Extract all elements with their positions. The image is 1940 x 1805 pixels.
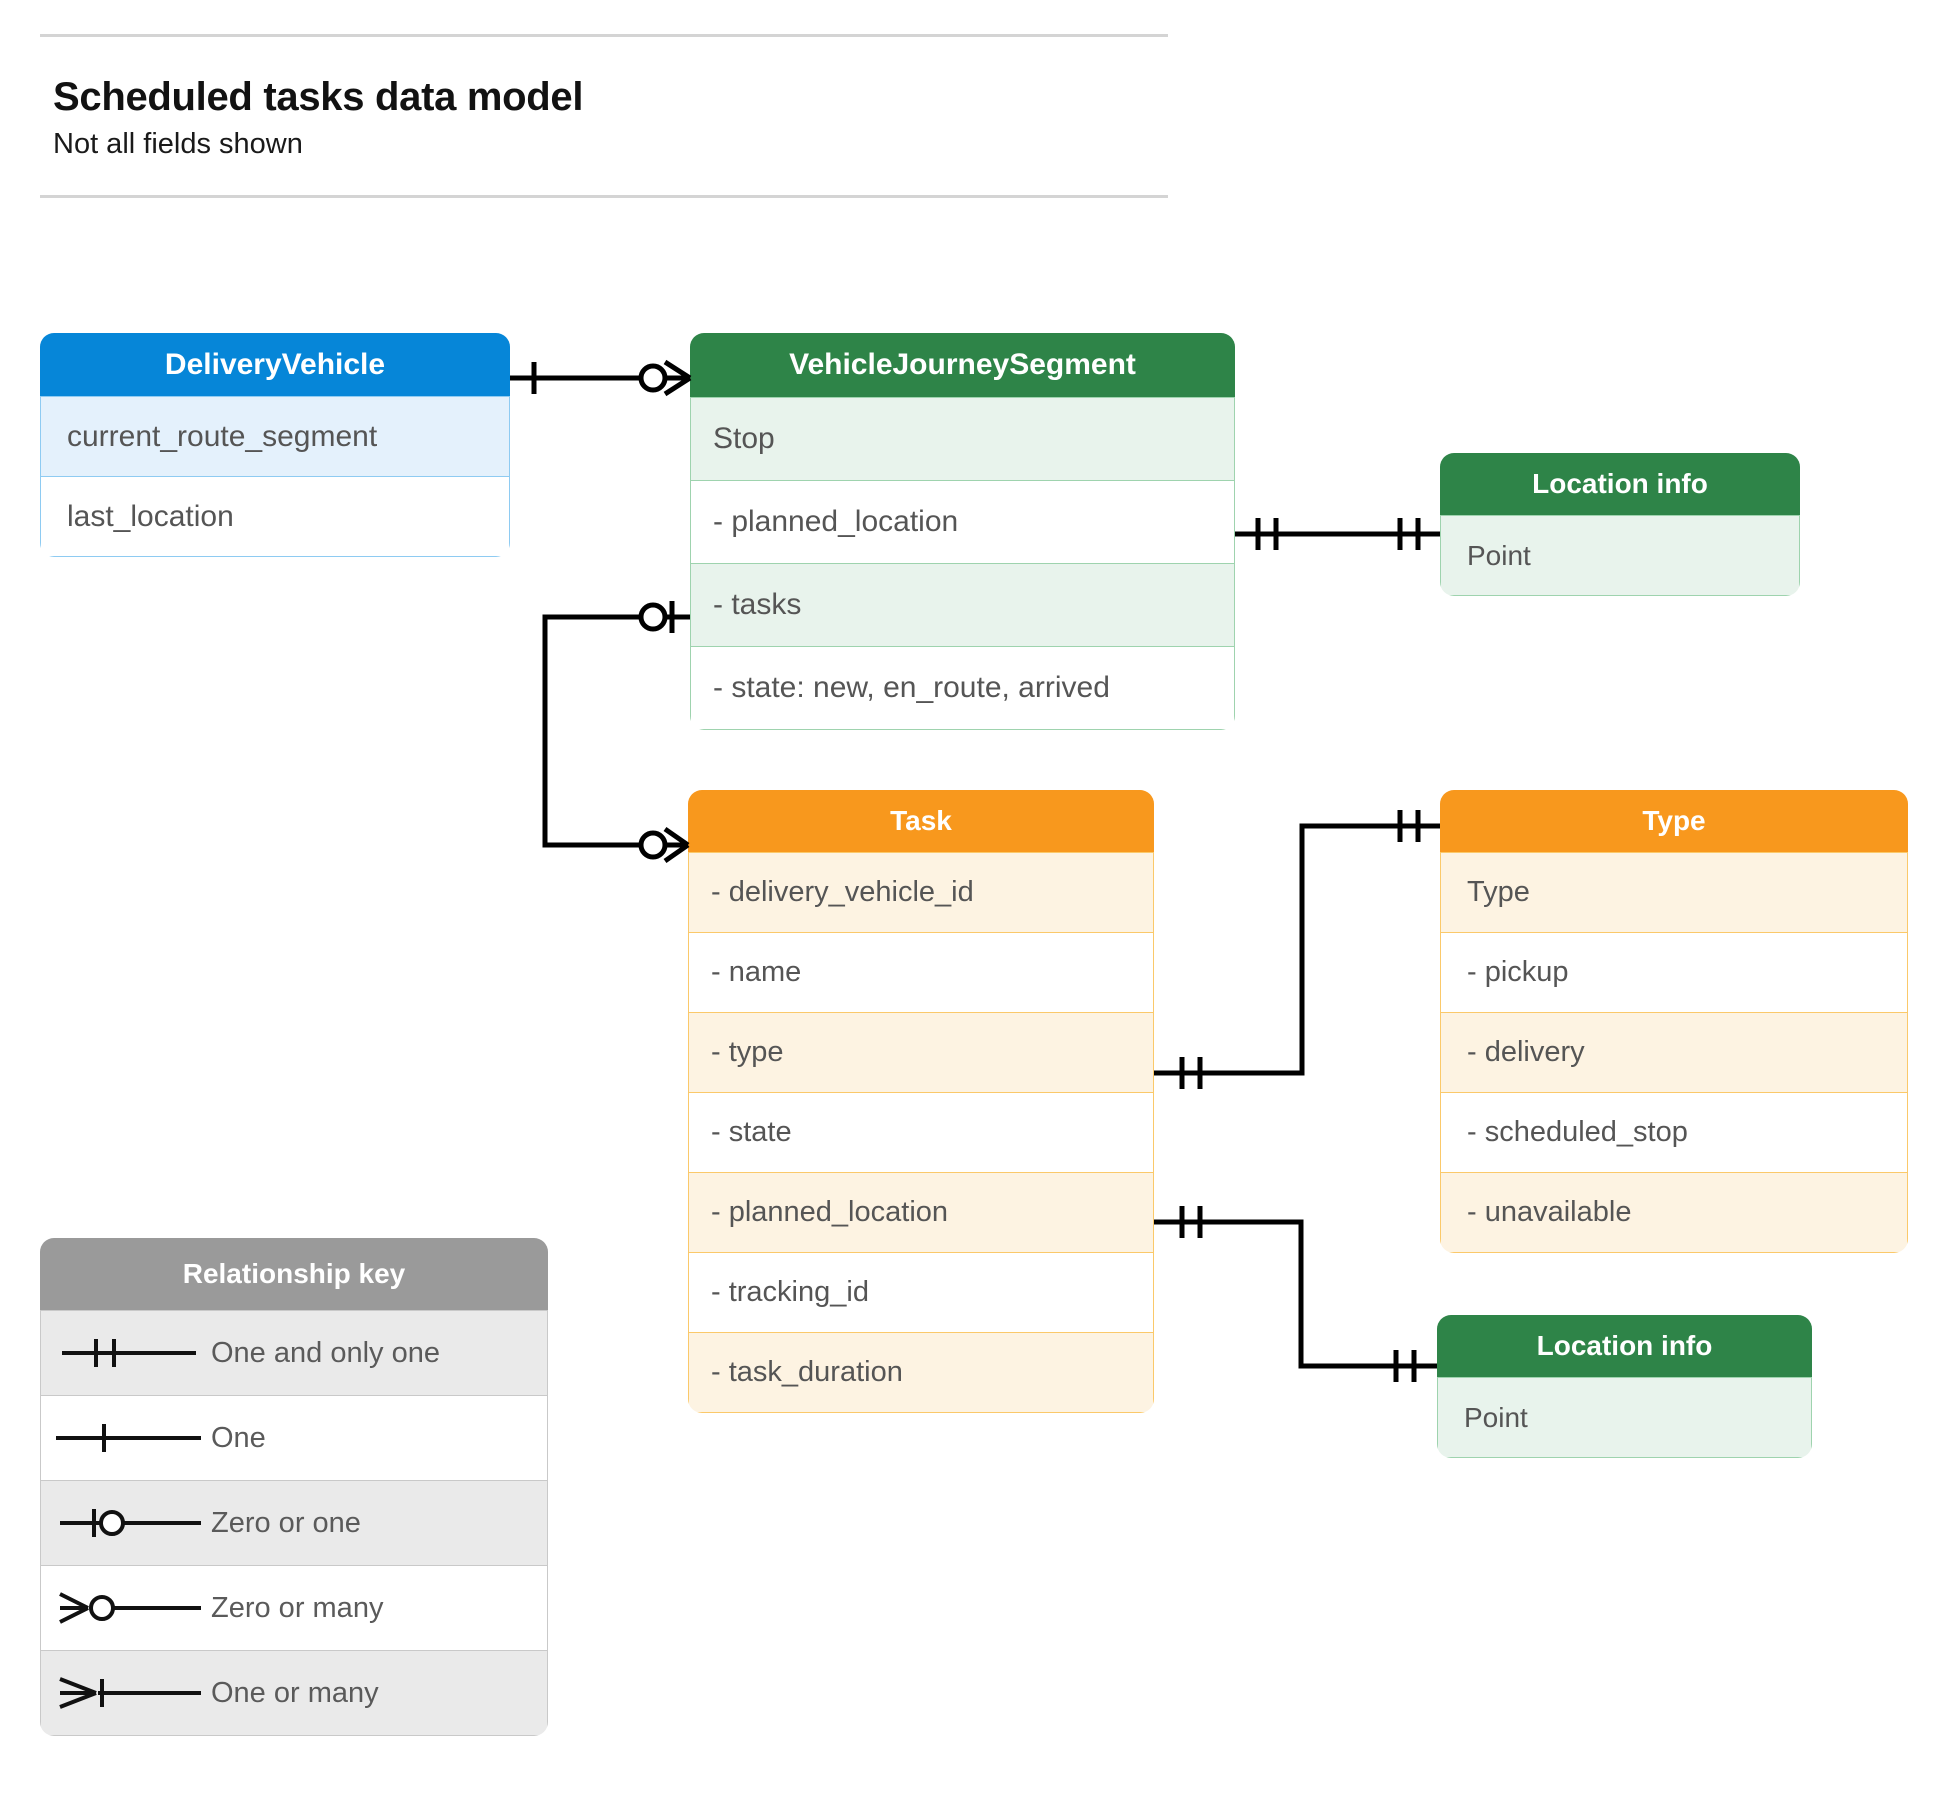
relationship-key-legend[interactable]: Relationship key One and only one One <box>40 1238 548 1736</box>
entity-title-location-info-bottom: Location info <box>1437 1315 1812 1377</box>
header-rule-top <box>40 34 1168 37</box>
legend-item: One and only one <box>41 1310 547 1395</box>
field-row: - type <box>689 1012 1153 1092</box>
connector-task-type-to-type <box>1154 810 1440 1089</box>
field-row: - tasks <box>691 563 1234 646</box>
field-label: - tracking_id <box>711 1276 869 1308</box>
field-row: - delivery_vehicle_id <box>689 852 1153 932</box>
one-and-only-one-icon <box>41 1311 211 1395</box>
legend-item: Zero or one <box>41 1480 547 1565</box>
field-label: - name <box>711 956 802 988</box>
connector-vjs-tasks-to-task <box>542 601 690 864</box>
entity-title-delivery-vehicle: DeliveryVehicle <box>40 333 510 396</box>
entity-task[interactable]: Task - delivery_vehicle_id - name - type… <box>688 790 1154 1413</box>
field-row: - planned_location <box>689 1172 1153 1252</box>
field-label: - delivery_vehicle_id <box>711 876 974 908</box>
entity-title-type: Type <box>1440 790 1908 852</box>
field-label: Stop <box>713 422 775 455</box>
field-row: - delivery <box>1441 1012 1907 1092</box>
entity-delivery-vehicle[interactable]: DeliveryVehicle current_route_segment la… <box>40 333 510 557</box>
connector-task-planned-location-to-location-info-bottom <box>1154 1206 1437 1382</box>
field-label: - unavailable <box>1467 1196 1632 1228</box>
field-label: - type <box>711 1036 784 1068</box>
entity-body-delivery-vehicle: current_route_segment last_location <box>40 396 510 557</box>
page-title: Scheduled tasks data model <box>53 75 584 119</box>
connector-delivery-vehicle-to-vjs <box>510 359 692 397</box>
one-or-many-icon <box>41 1651 211 1735</box>
field-row: last_location <box>41 476 509 556</box>
legend-title: Relationship key <box>40 1238 548 1310</box>
legend-item: Zero or many <box>41 1565 547 1650</box>
field-row: Type <box>1441 852 1907 932</box>
legend-item: One or many <box>41 1650 547 1735</box>
field-row: - unavailable <box>1441 1172 1907 1252</box>
entity-location-info-top[interactable]: Location info Point <box>1440 453 1800 596</box>
header-rule-bottom <box>40 195 1168 198</box>
field-label: Point <box>1464 1401 1528 1433</box>
legend-item-label: Zero or one <box>211 1506 361 1539</box>
field-label: - tasks <box>713 588 802 621</box>
entity-location-info-bottom[interactable]: Location info Point <box>1437 1315 1812 1458</box>
field-label: Type <box>1467 876 1530 908</box>
entity-body-location-info-top: Point <box>1440 515 1800 596</box>
field-label: - planned_location <box>711 1196 949 1228</box>
entity-type[interactable]: Type Type - pickup - delivery - schedule… <box>1440 790 1908 1253</box>
field-row: - planned_location <box>691 480 1234 563</box>
field-label: current_route_segment <box>67 419 378 453</box>
field-row: - pickup <box>1441 932 1907 1012</box>
field-label: - state: new, en_route, arrived <box>713 671 1110 704</box>
page-header: Scheduled tasks data model Not all field… <box>40 34 1168 198</box>
entity-title-task: Task <box>688 790 1154 852</box>
field-label: - pickup <box>1467 956 1569 988</box>
entity-vehicle-journey-segment[interactable]: VehicleJourneySegment Stop - planned_loc… <box>690 333 1235 730</box>
field-label: - task_duration <box>711 1356 903 1388</box>
zero-or-many-icon <box>41 1566 211 1650</box>
field-row: - state: new, en_route, arrived <box>691 646 1234 729</box>
field-label: - state <box>711 1116 792 1148</box>
connector-vjs-planned-location-to-location-info-top <box>1235 518 1440 550</box>
field-row: - task_duration <box>689 1332 1153 1412</box>
entity-title-location-info-top: Location info <box>1440 453 1800 515</box>
field-label: - delivery <box>1467 1036 1585 1068</box>
field-row: - tracking_id <box>689 1252 1153 1332</box>
field-row: Point <box>1441 515 1799 595</box>
field-row: - name <box>689 932 1153 1012</box>
legend-item-label: Zero or many <box>211 1591 384 1624</box>
field-row: - state <box>689 1092 1153 1172</box>
field-row: current_route_segment <box>41 396 509 476</box>
field-label: - scheduled_stop <box>1467 1116 1688 1148</box>
one-icon <box>41 1396 211 1480</box>
field-row: Point <box>1438 1377 1811 1457</box>
page-subtitle: Not all fields shown <box>53 128 303 160</box>
legend-item: One <box>41 1395 547 1480</box>
legend-item-label: One <box>211 1421 266 1454</box>
legend-item-label: One and only one <box>211 1336 440 1369</box>
entity-title-vehicle-journey-segment: VehicleJourneySegment <box>690 333 1235 397</box>
field-label: last_location <box>67 499 234 533</box>
field-label: Point <box>1467 539 1531 571</box>
field-label: - planned_location <box>713 505 959 538</box>
field-row: - scheduled_stop <box>1441 1092 1907 1172</box>
entity-body-task: - delivery_vehicle_id - name - type - st… <box>688 852 1154 1413</box>
legend-body: One and only one One Zero or one <box>40 1310 548 1736</box>
entity-body-location-info-bottom: Point <box>1437 1377 1812 1458</box>
entity-body-vehicle-journey-segment: Stop - planned_location - tasks - state:… <box>690 397 1235 730</box>
zero-or-one-icon <box>41 1481 211 1565</box>
legend-item-label: One or many <box>211 1676 379 1709</box>
entity-body-type: Type - pickup - delivery - scheduled_sto… <box>1440 852 1908 1253</box>
field-row: Stop <box>691 397 1234 480</box>
